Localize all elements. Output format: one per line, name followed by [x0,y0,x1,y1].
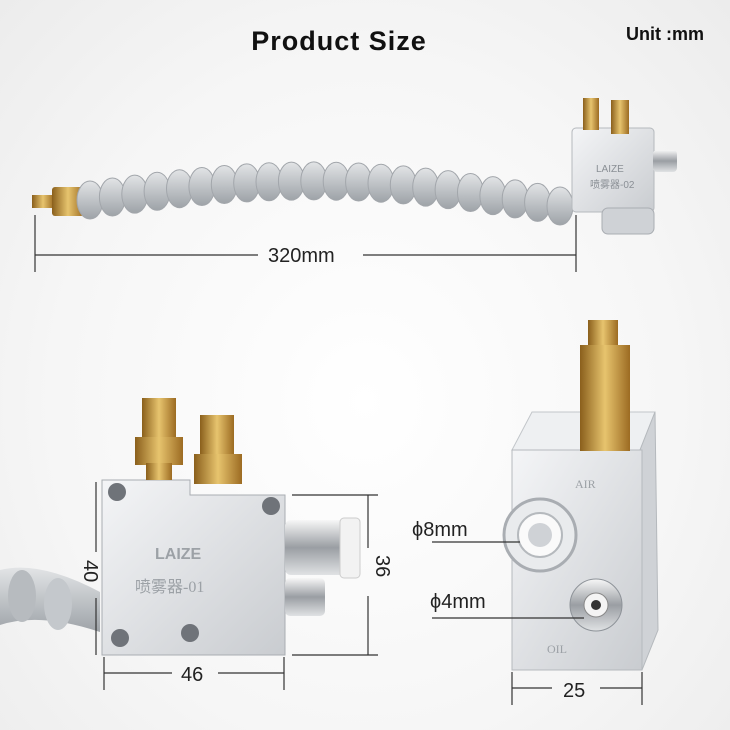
page-title: Product Size [251,26,427,56]
unit-label: Unit :mm [626,24,704,44]
front-dimensions [432,541,643,705]
length-dimension [34,215,577,272]
hose-segment [546,186,574,226]
side-dimensions [95,482,378,690]
oil-port-diameter-label: ϕ4mm [430,591,486,613]
air-port-label: AIR [575,477,596,491]
side-height-label: 40 [79,560,101,582]
model-text-top: 喷雾器-02 [590,179,635,191]
air-port-diameter-label: ϕ8mm [412,519,468,541]
length-dimension-label: 320mm [268,245,335,267]
brand-text-side: LAIZE [155,546,202,563]
oil-port-label: OIL [547,642,567,656]
front-view: AIR OIL [502,320,659,671]
full-product-view: LAIZE 喷雾器-02 [32,98,677,235]
brand-text-top: LAIZE [596,164,624,175]
side-view: LAIZE 喷雾器-01 [0,398,361,656]
front-width-label: 25 [563,680,585,702]
nozzle-tip [32,195,54,208]
flexible-hose [76,161,574,226]
model-text-side: 喷雾器-01 [135,578,204,596]
side-inner-height-label: 36 [371,555,393,577]
hose-segment [524,182,552,222]
nozzle-nut [52,187,84,216]
side-width-label: 46 [181,664,203,686]
